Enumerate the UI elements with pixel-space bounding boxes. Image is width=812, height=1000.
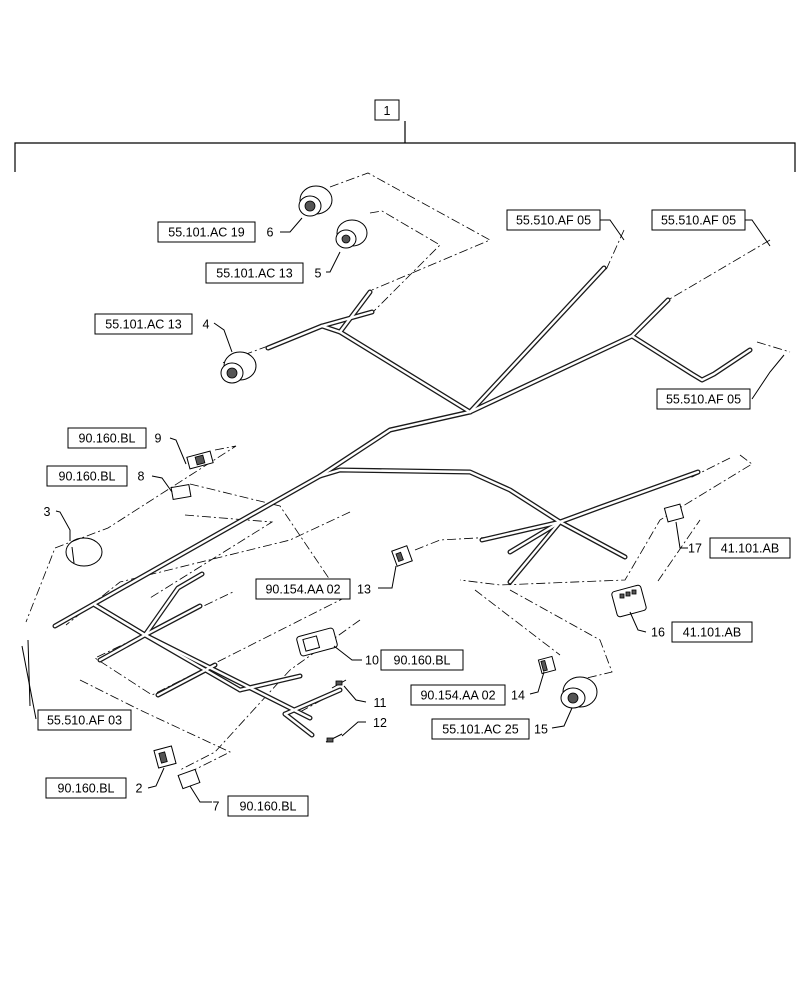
callout-item-12: 12 xyxy=(373,716,387,730)
connector-10 xyxy=(296,627,338,657)
callout-number: 17 xyxy=(688,542,702,556)
wire-ref-label: 55.510.AF 05 xyxy=(516,214,591,228)
callout-ref: 41.101.AB xyxy=(721,542,779,556)
callout-number: 7 xyxy=(213,800,220,814)
callout-item-14: 90.154.AA 02 14 xyxy=(410,684,525,706)
callout-number: 9 xyxy=(155,432,162,446)
wire-ref-box-3: 55.510.AF 05 xyxy=(656,388,751,410)
callout-ref: 90.154.AA 02 xyxy=(265,583,340,597)
callout-number: 8 xyxy=(138,470,145,484)
callout-item-9: 90.160.BL 9 xyxy=(67,427,162,449)
wire-ref-label: 55.510.AF 05 xyxy=(666,393,741,407)
callout-number: 15 xyxy=(534,723,548,737)
callout-leaders xyxy=(55,217,688,803)
callout-ref: 90.160.BL xyxy=(79,432,136,446)
connector-round-4 xyxy=(220,351,257,384)
callout-number: 10 xyxy=(365,654,379,668)
connector-16 xyxy=(611,584,647,618)
wire-ref-box-2: 55.510.AF 05 xyxy=(651,209,746,231)
callout-ref: 55.101.AC 25 xyxy=(442,723,518,737)
callout-item-8: 90.160.BL 8 xyxy=(46,465,145,487)
callout-number: 11 xyxy=(374,696,387,710)
wire-ref-label: 55.510.AF 03 xyxy=(47,714,122,728)
connector-9 xyxy=(186,450,214,470)
callout-ref: 90.160.BL xyxy=(58,782,115,796)
connector-13 xyxy=(391,545,413,567)
callout-item-17: 17 41.101.AB xyxy=(688,537,791,559)
callout-ref: 90.160.BL xyxy=(394,654,451,668)
connector-17 xyxy=(663,503,685,523)
wire-ref-box-4: 55.510.AF 03 xyxy=(37,709,132,731)
callout-item-2: 90.160.BL 2 xyxy=(45,777,143,799)
callout-ref: 55.101.AC 13 xyxy=(216,267,292,281)
callout-item-13: 90.154.AA 02 13 xyxy=(255,578,371,600)
callout-number: 14 xyxy=(511,689,525,703)
callout-item-6: 55.101.AC 19 6 xyxy=(157,221,274,243)
callout-number: 2 xyxy=(136,782,143,796)
connector-round-15 xyxy=(560,676,598,709)
callout-ref: 41.101.AB xyxy=(683,626,741,640)
callout-item-11: 11 xyxy=(374,696,387,710)
callout-item-7: 7 90.160.BL xyxy=(213,795,309,817)
callout-ref: 90.160.BL xyxy=(240,800,297,814)
callout-number: 12 xyxy=(373,716,387,730)
callout-number: 4 xyxy=(203,318,210,332)
callout-number: 13 xyxy=(357,583,371,597)
callout-number: 5 xyxy=(315,267,322,281)
callout-ref: 90.160.BL xyxy=(59,470,116,484)
wire-harness-inner xyxy=(53,266,752,737)
connector-round-5 xyxy=(335,219,368,249)
callout-number: 6 xyxy=(267,226,274,240)
connector-2 xyxy=(153,745,177,769)
callout-ref: 55.101.AC 13 xyxy=(105,318,181,332)
assembly-item-number: 1 xyxy=(384,104,391,118)
cable-tie-3 xyxy=(65,537,103,567)
wire-ref-leaders xyxy=(21,219,785,720)
callout-number: 16 xyxy=(651,626,665,640)
assembly-bracket: 1 xyxy=(14,99,796,172)
callout-item-5: 55.101.AC 13 5 xyxy=(205,262,322,284)
wire-ref-label: 55.510.AF 05 xyxy=(661,214,736,228)
connector-round-6 xyxy=(298,185,333,217)
connector-14 xyxy=(537,655,557,675)
callout-number: 3 xyxy=(44,505,51,519)
callout-item-15: 55.101.AC 25 15 xyxy=(431,718,548,740)
callout-ref: 90.154.AA 02 xyxy=(420,689,495,703)
terminal-11 xyxy=(331,679,347,689)
callout-item-10: 10 90.160.BL xyxy=(365,649,464,671)
callout-item-16: 16 41.101.AB xyxy=(651,621,753,643)
connector-7 xyxy=(177,768,201,790)
connector-8 xyxy=(170,483,192,501)
terminal-12 xyxy=(325,733,343,743)
callout-item-4: 55.101.AC 13 4 xyxy=(94,313,210,335)
callout-item-3: 3 xyxy=(44,505,51,519)
wire-ref-box-1: 55.510.AF 05 xyxy=(506,209,601,231)
callout-ref: 55.101.AC 19 xyxy=(168,226,244,240)
